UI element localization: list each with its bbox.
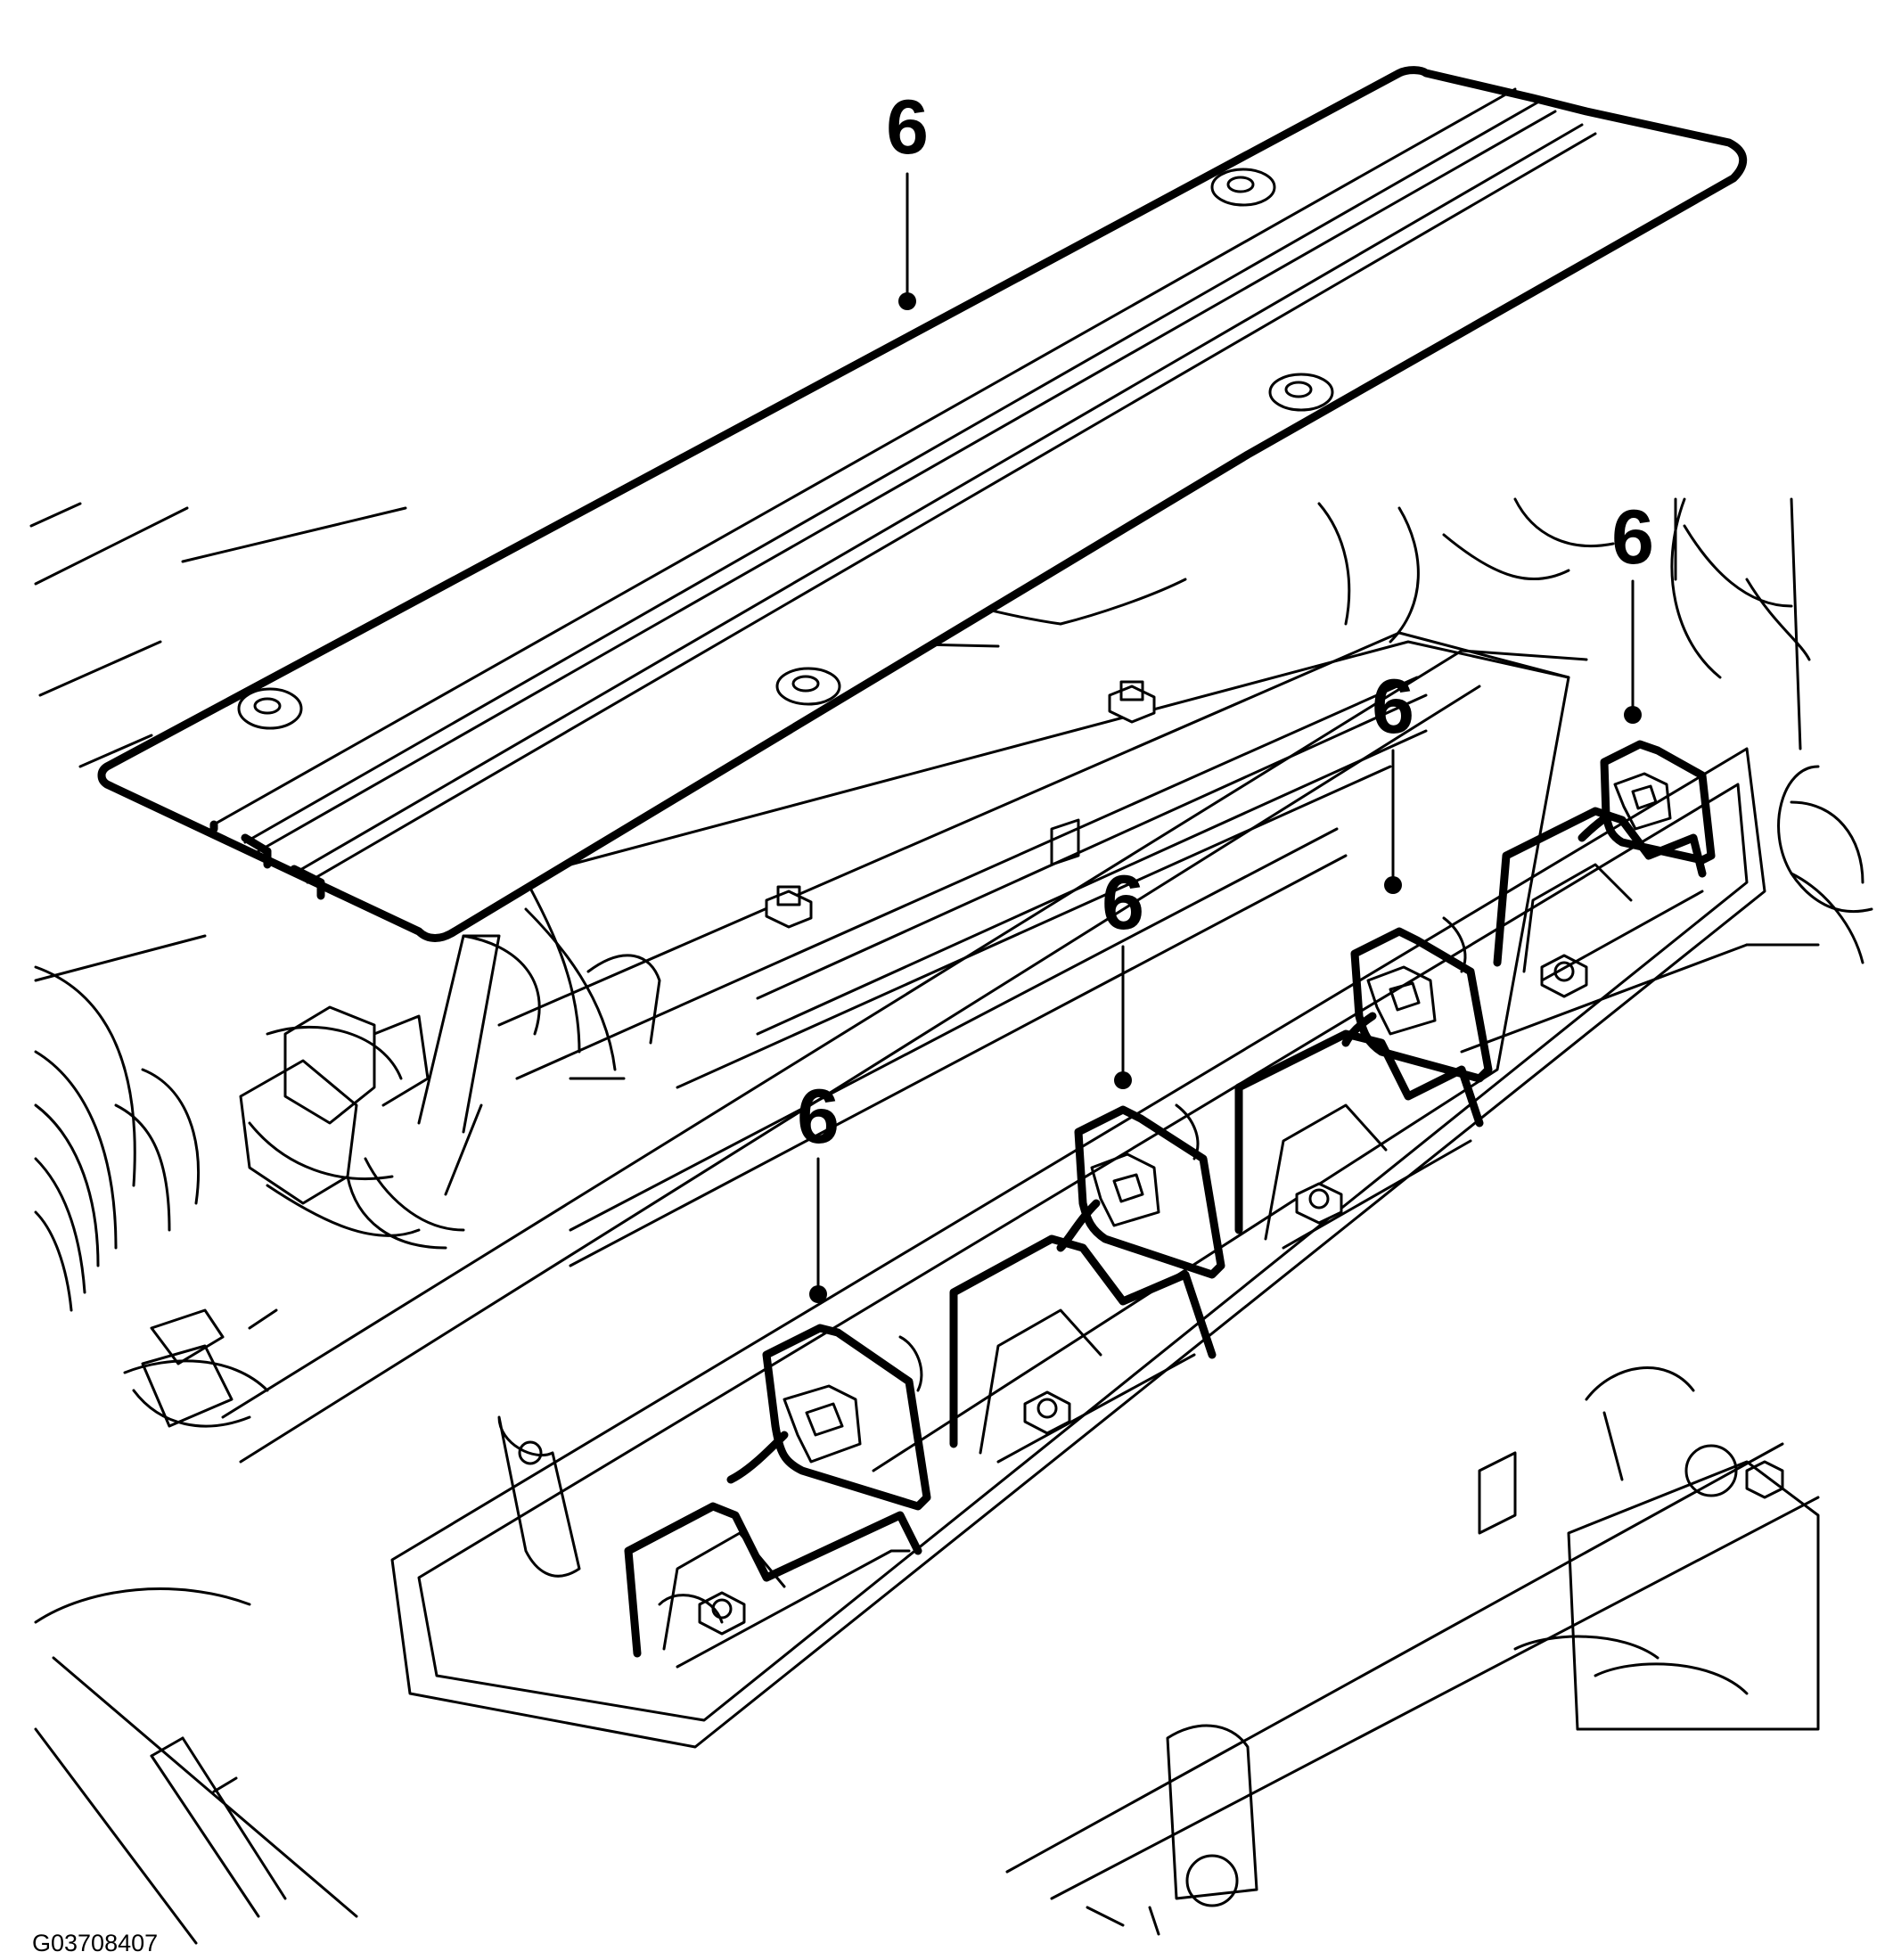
engine-top-cover	[97, 66, 1748, 942]
callout-dot	[1624, 706, 1642, 724]
callout-dot	[809, 1285, 827, 1303]
engine-background-lines	[29, 497, 1873, 1945]
valve-cover-bolts	[698, 680, 1588, 1636]
callout-coil-2: 6	[1102, 860, 1144, 1089]
callout-coil-3: 6	[1372, 664, 1414, 894]
bolt-icon	[1295, 1182, 1343, 1225]
callout-coil-4: 6	[1611, 495, 1654, 724]
callout-top-cover: 6	[886, 85, 929, 310]
cover-bolt-icon	[1210, 168, 1276, 207]
bolt-icon	[1108, 680, 1156, 724]
callout-coil-1: 6	[797, 1074, 840, 1303]
callout-dot	[1384, 876, 1402, 894]
valve-cover	[221, 631, 1766, 1749]
cover-bolt-icon	[775, 667, 841, 706]
callout-label: 6	[1611, 495, 1654, 580]
callout-label: 6	[1372, 664, 1414, 750]
callout-label: 6	[886, 85, 929, 170]
ignition-coil-1	[624, 1324, 931, 1669]
cover-bolt-icon	[237, 687, 303, 730]
ignition-coil-3	[1234, 916, 1493, 1250]
callout-dot	[1114, 1071, 1132, 1089]
callout-label: 6	[1102, 860, 1144, 946]
figure-id: G03708407	[32, 1930, 158, 1956]
cover-bolt-icon	[1268, 373, 1334, 412]
callout-dot	[898, 292, 916, 310]
ignition-coil-2	[949, 1103, 1225, 1464]
callout-label: 6	[797, 1074, 840, 1160]
bolt-icon	[765, 885, 813, 929]
ignition-coil-4	[1493, 740, 1716, 982]
bolt-icon	[1540, 954, 1588, 998]
connector-assembly	[141, 934, 501, 1428]
bolt-icon	[698, 1591, 746, 1636]
